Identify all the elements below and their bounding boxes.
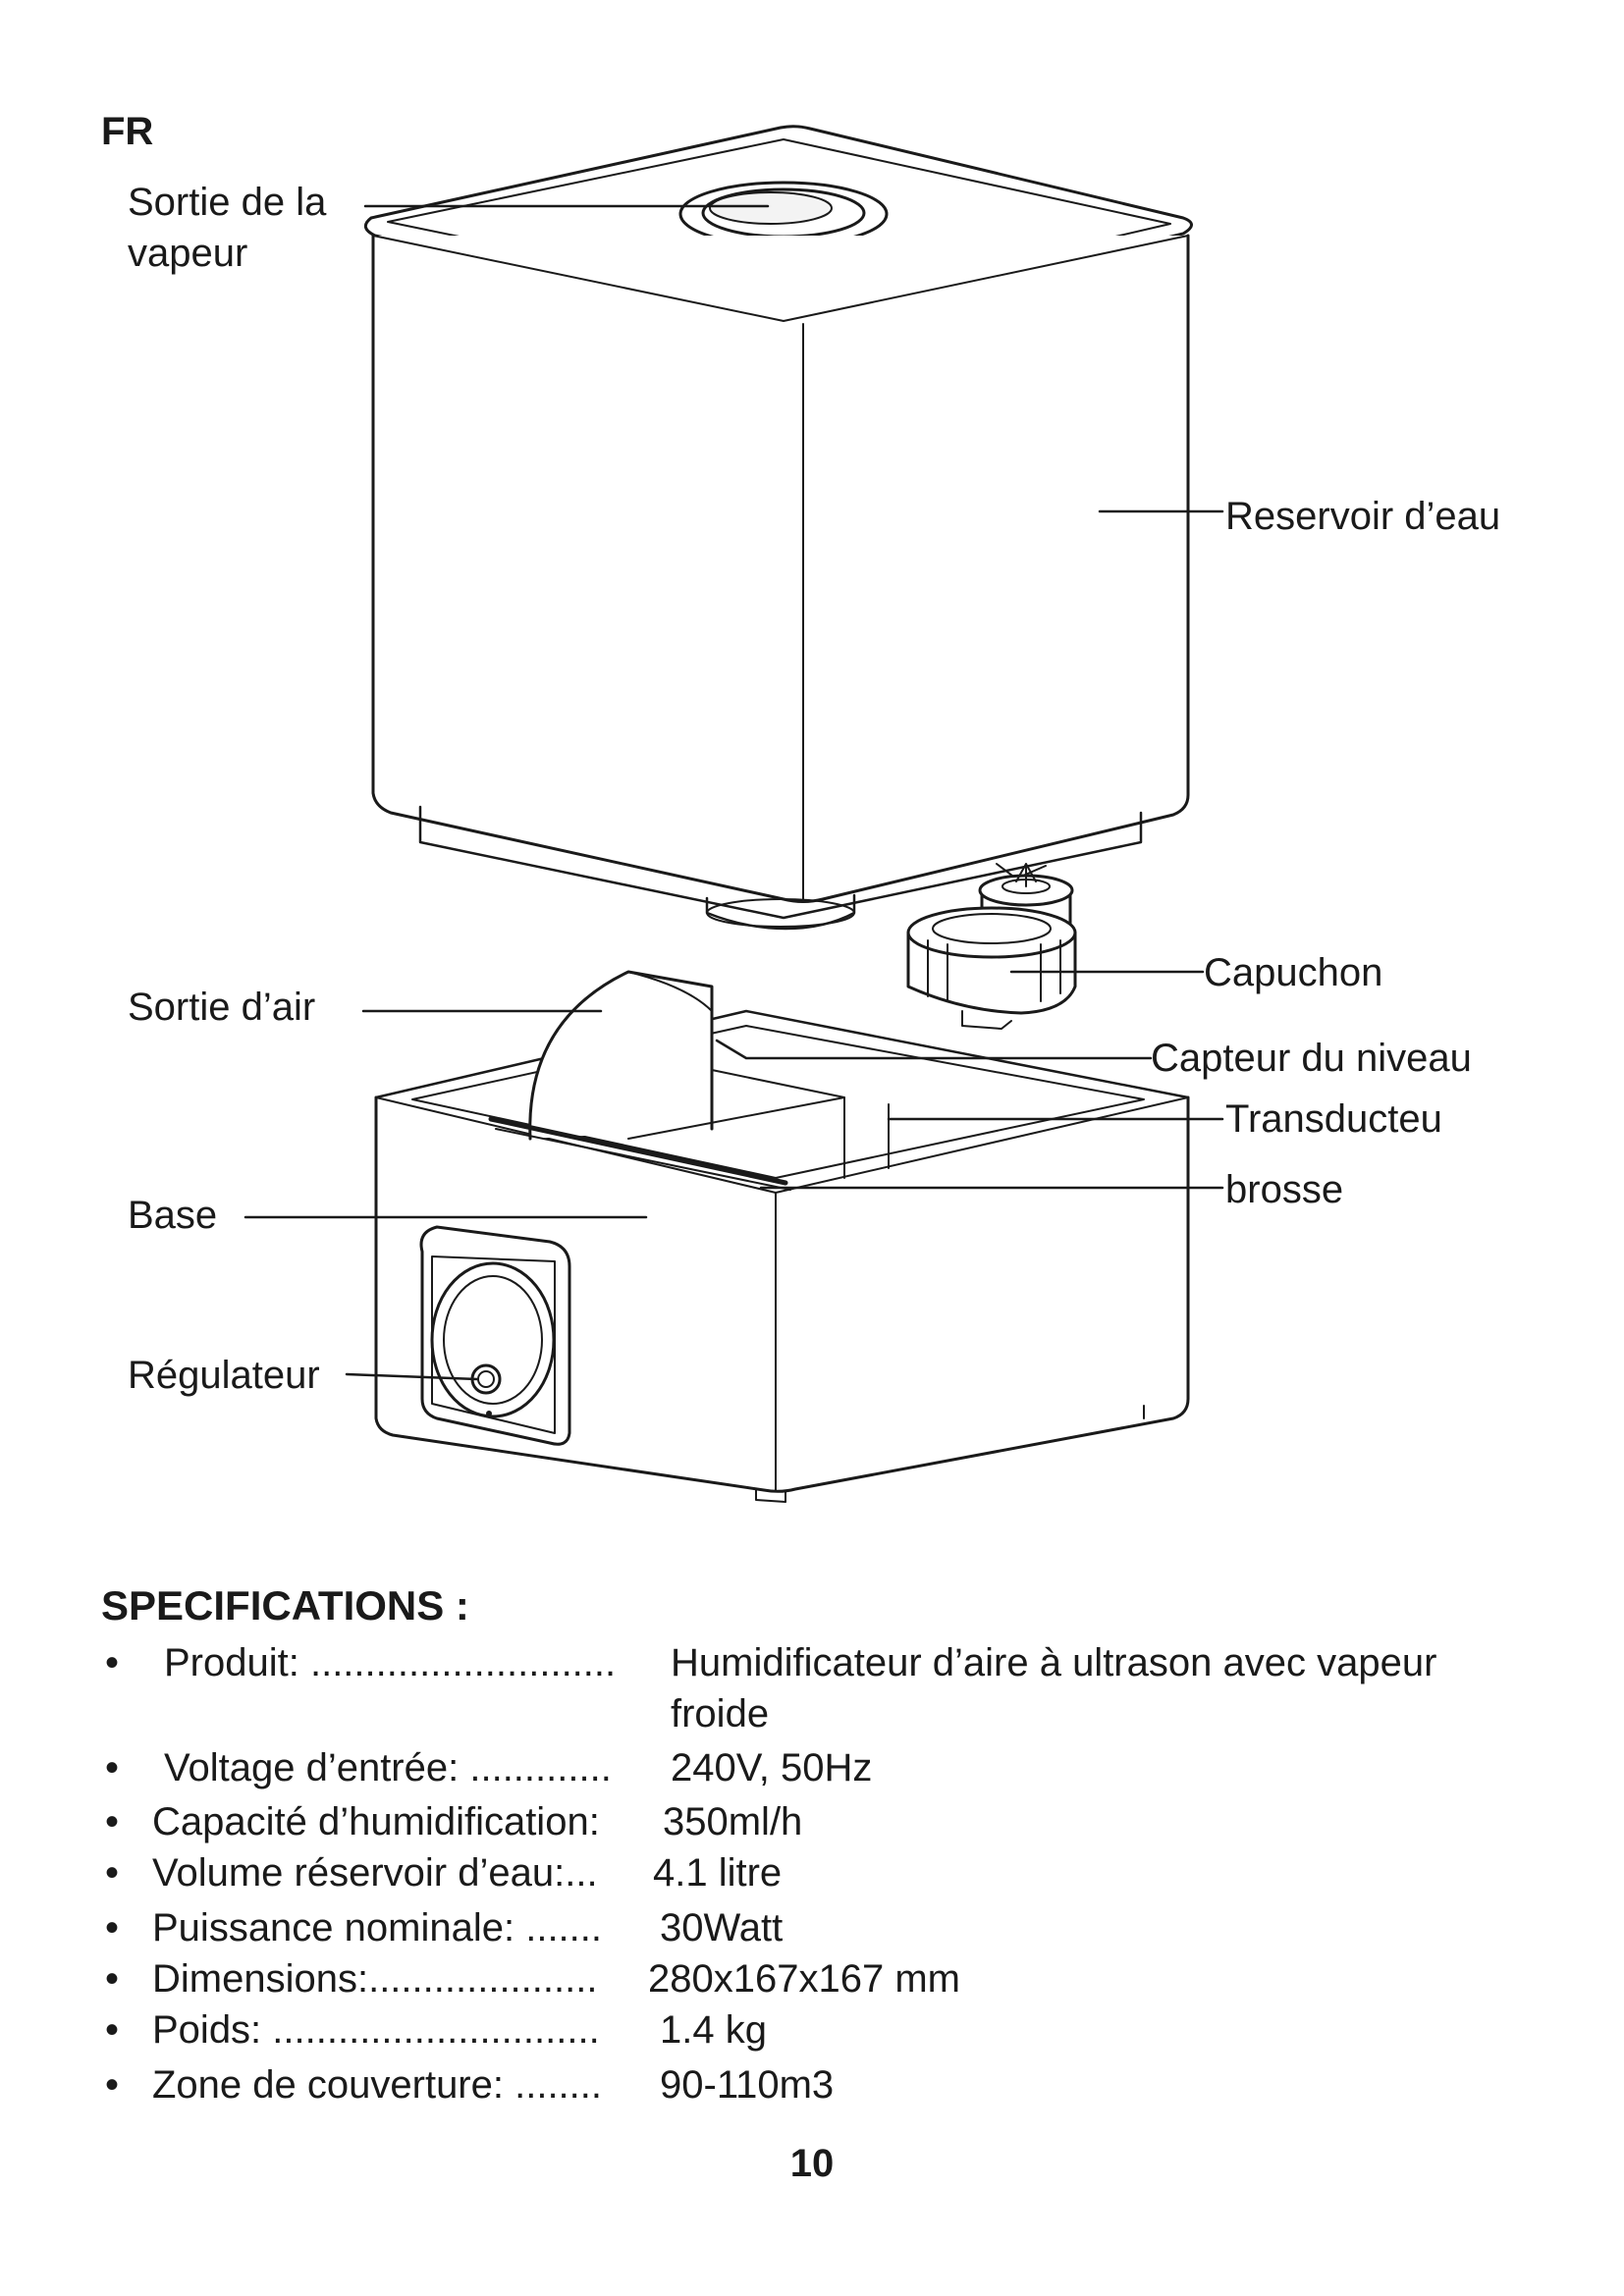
spec-value: 30Watt	[660, 1906, 784, 1949]
label-water-tank: Reservoir d’eau	[1225, 495, 1501, 538]
spec-value: 90-110m3	[660, 2063, 835, 2107]
bullet: •	[105, 2008, 120, 2052]
spec-label: Voltage d’entrée: .............	[164, 1746, 612, 1789]
page-number: 10	[789, 2142, 835, 2185]
label-level-sensor: Capteur du niveau	[1151, 1037, 1472, 1080]
spec-value: 1.4 kg	[660, 2008, 767, 2052]
bullet: •	[105, 1746, 120, 1789]
bullet: •	[105, 1851, 120, 1895]
spec-value: 240V, 50Hz	[671, 1746, 873, 1789]
bullet: •	[105, 1957, 120, 2001]
base-illustration	[374, 970, 1190, 1503]
spec-label: Puissance nominale: .......	[152, 1906, 603, 1949]
spec-value-continuation: froide	[671, 1692, 770, 1735]
callout-level-sensor	[715, 1039, 1153, 1060]
water-tank-illustration	[363, 125, 1193, 931]
spec-label: Capacité d’humidification:	[152, 1800, 600, 1843]
spec-value: 350ml/h	[663, 1800, 803, 1843]
cap-illustration	[906, 863, 1077, 1030]
label-brush: brosse	[1225, 1168, 1344, 1211]
spec-label: Dimensions:.....................	[152, 1957, 598, 2001]
bullet: •	[105, 1641, 120, 1684]
spec-value: 4.1 litre	[653, 1851, 783, 1895]
label-steam-outlet-line1: Sortie de la	[128, 181, 327, 224]
bullet: •	[105, 1906, 120, 1949]
spec-label: Volume réservoir d’eau:...	[152, 1851, 598, 1895]
language-code: FR	[101, 110, 154, 153]
callout-regulator	[345, 1372, 479, 1381]
spec-label: Zone de couverture: ........	[152, 2063, 603, 2107]
label-transducer: Transducteu	[1225, 1097, 1442, 1141]
label-cap: Capuchon	[1204, 951, 1383, 994]
label-base: Base	[128, 1194, 218, 1237]
specifications-title: SPECIFICATIONS :	[101, 1582, 469, 1629]
bullet: •	[105, 1800, 120, 1843]
spec-label: Poids: ..............................	[152, 2008, 600, 2052]
label-regulator: Régulateur	[128, 1354, 320, 1397]
label-steam-outlet-line2: vapeur	[128, 232, 248, 275]
spec-label: Produit: ............................	[164, 1641, 617, 1684]
callout-lines	[244, 204, 1224, 1381]
humidifier-exploded-diagram	[244, 125, 1224, 1503]
label-air-outlet: Sortie d’air	[128, 986, 316, 1029]
spec-value: 280x167x167 mm	[648, 1957, 960, 2001]
bullet: •	[105, 2063, 120, 2107]
spec-value: Humidificateur d’aire à ultrason avec va…	[671, 1641, 1437, 1684]
